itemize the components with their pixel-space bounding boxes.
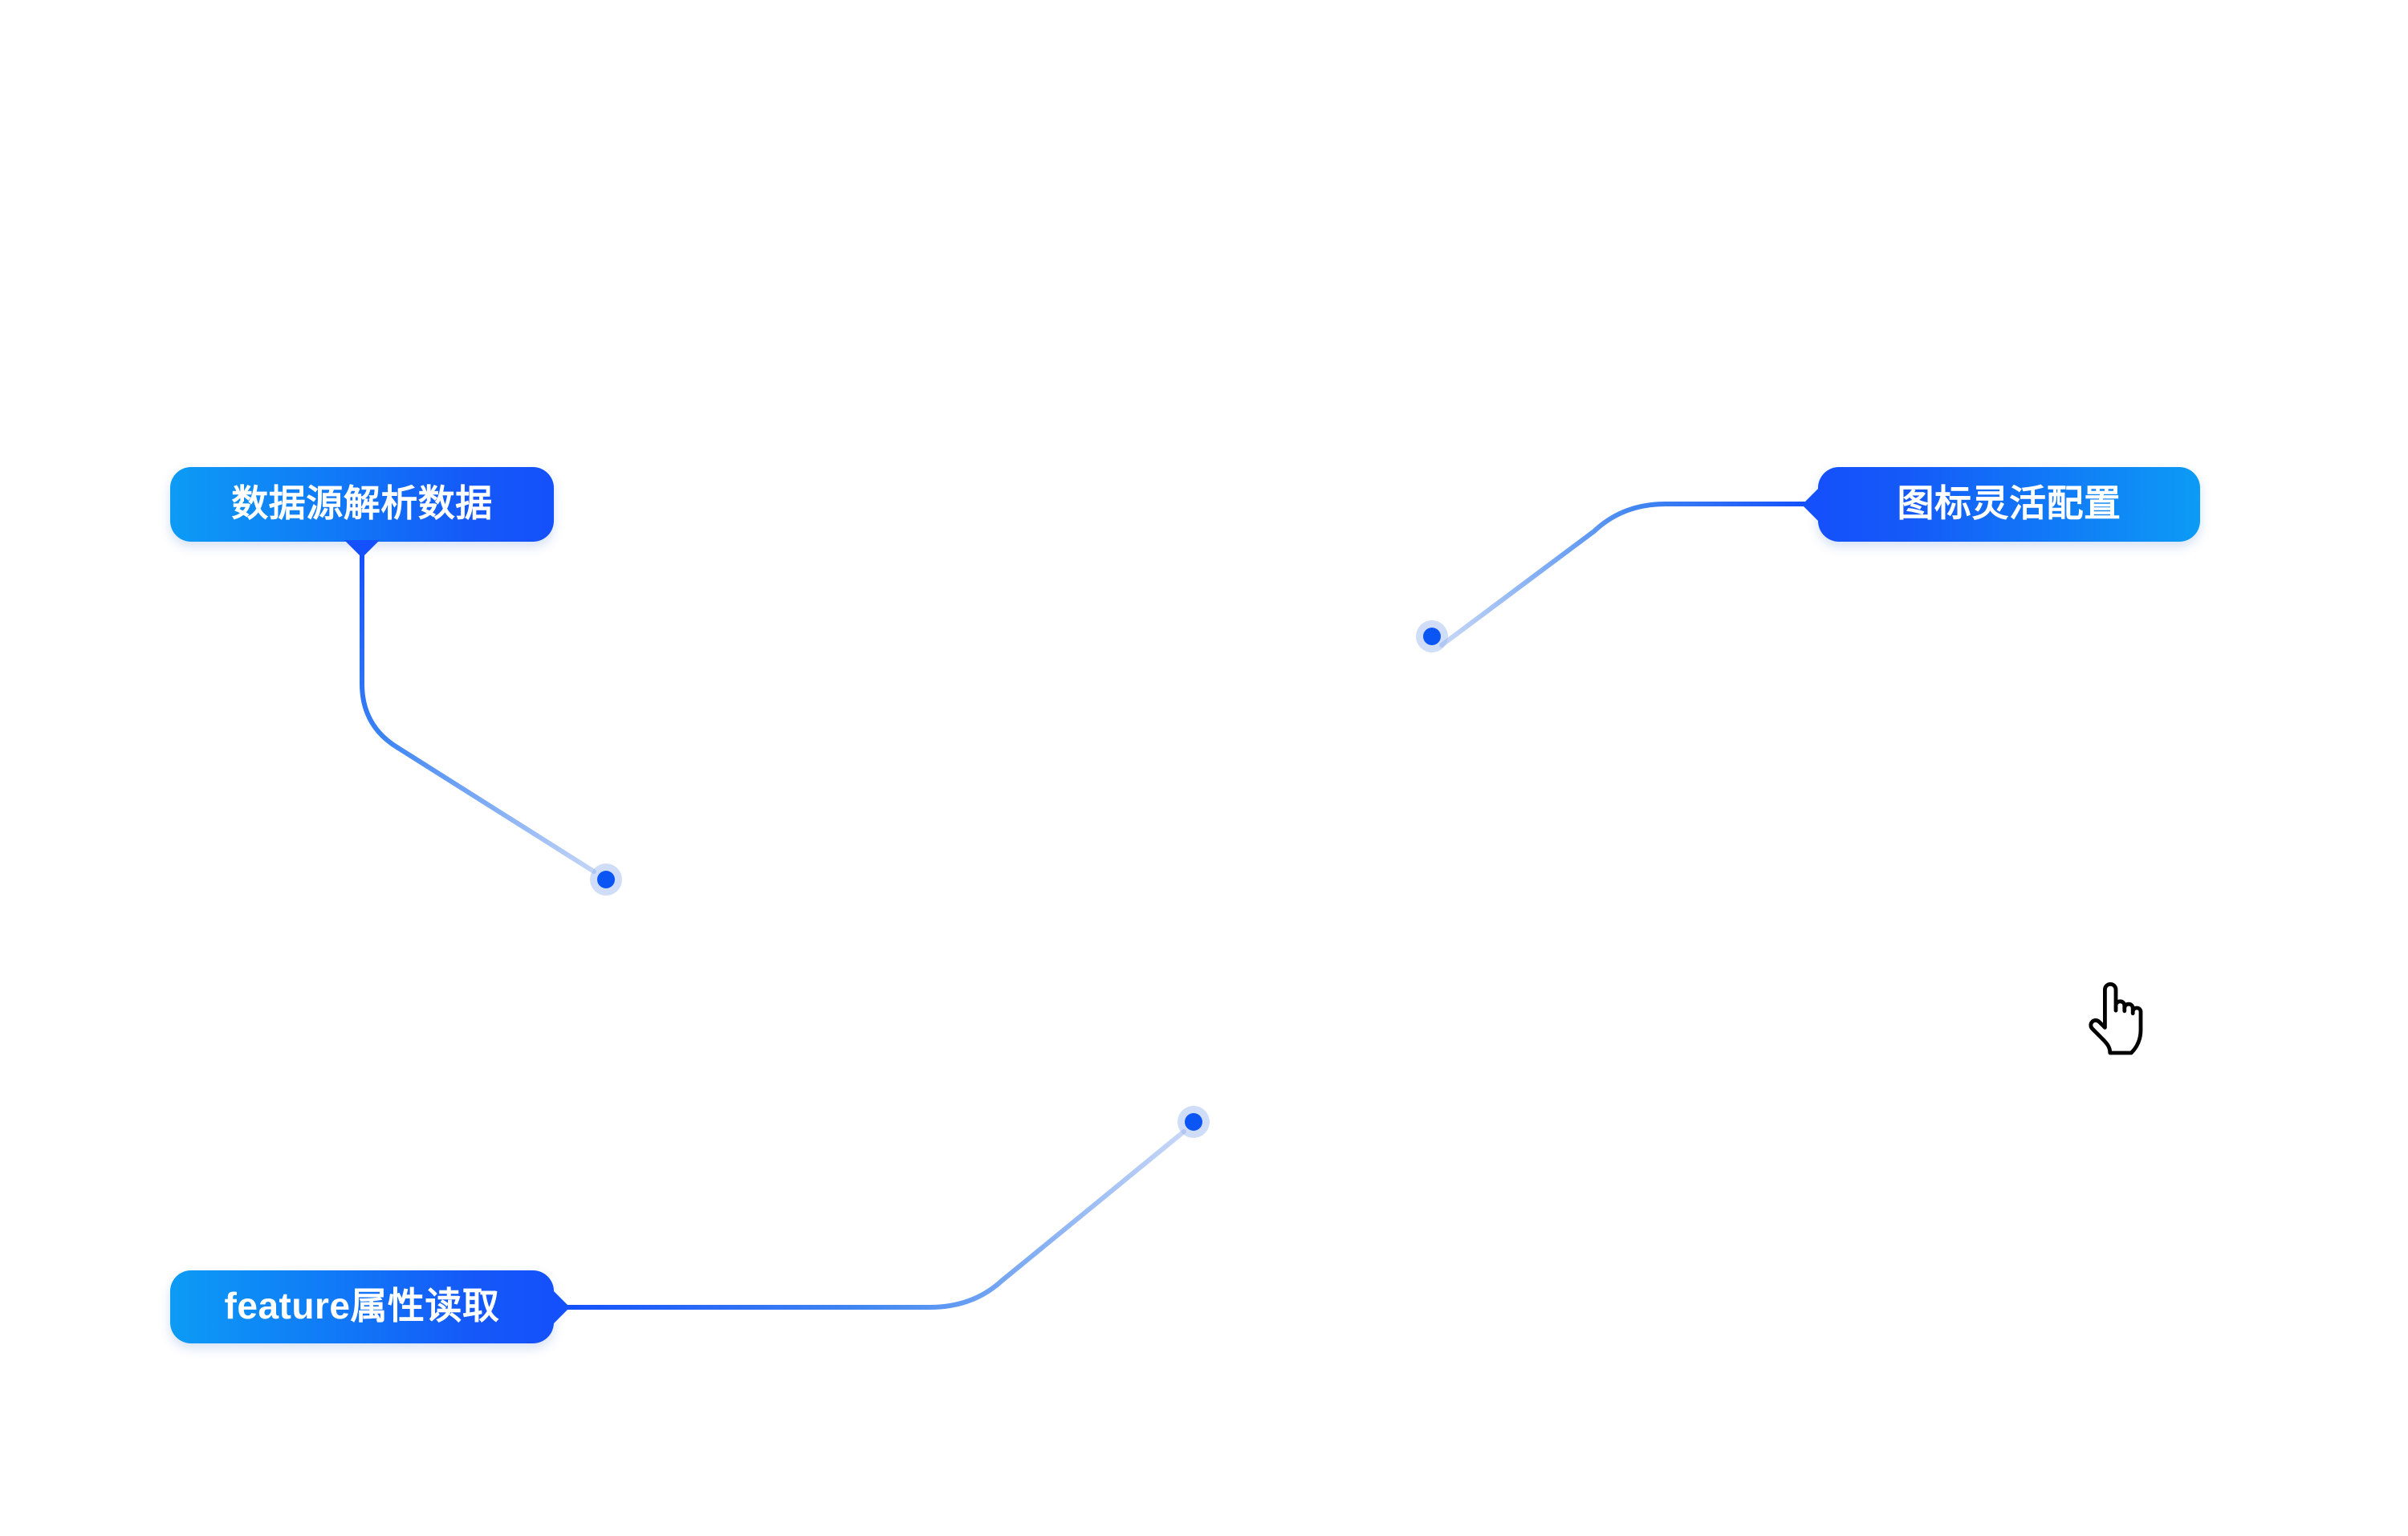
pointing-hand-cursor-icon [2089,982,2143,1055]
callout-label-icon-flexible-config: 图标灵活配置 [1897,482,2121,524]
endpoint-dot-icon [1185,1113,1202,1131]
endpoint-marker-feature-attribute-read[interactable] [1178,1106,1210,1138]
leader-line-icon-flexible-config [1439,502,1807,648]
callout-tail-down-icon [344,540,380,558]
callout-feature-attribute-read[interactable]: feature属性读取 [170,1270,570,1343]
callout-tail-left-icon [1802,486,1820,522]
leader-line-data-source-parse [360,551,596,874]
endpoint-dot-icon [1423,628,1441,645]
callout-label-feature-attribute-read: feature属性读取 [224,1285,500,1327]
callout-label-data-source-parse: 数据源解析数据 [231,482,493,524]
leader-line-feature-attribute-read [564,1129,1186,1310]
callout-icon-flexible-config[interactable]: 图标灵活配置 [1802,467,2200,542]
callout-data-source-parse[interactable]: 数据源解析数据 [170,467,554,558]
callout-tail-right-icon [552,1289,570,1325]
endpoint-dot-icon [597,871,615,888]
endpoint-marker-icon-flexible-config[interactable] [1416,620,1448,652]
endpoint-marker-data-source-parse[interactable] [590,863,622,896]
